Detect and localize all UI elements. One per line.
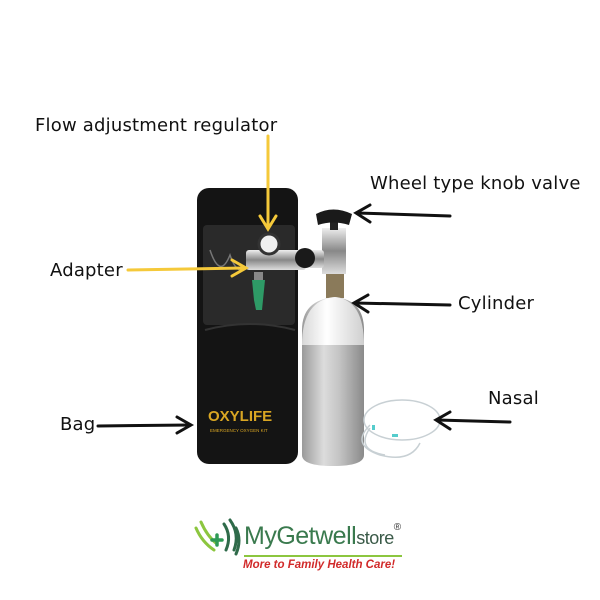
bag-brand: OXYLIFE xyxy=(208,408,272,425)
logo-tagline: More to Family Health Care! xyxy=(243,559,396,571)
label-valve: Wheel type knob valve xyxy=(370,173,581,194)
bag: OXYLIFE EMERGENCY OXYGEN KIT xyxy=(197,188,298,464)
logo-divider xyxy=(244,555,402,557)
arrow-valve xyxy=(353,203,452,224)
label-regulator: Flow adjustment regulator xyxy=(35,115,278,136)
arrow-regulator xyxy=(258,134,278,232)
nasal-cannula xyxy=(361,399,441,458)
label-cylinder: Cylinder xyxy=(458,293,535,314)
logo-suffix: store xyxy=(356,528,394,548)
label-adapter: Adapter xyxy=(50,260,123,281)
arrow-cylinder xyxy=(351,293,452,314)
arrow-adapter xyxy=(126,258,250,278)
logo-wordmark: MyGetwellstore® xyxy=(244,522,401,551)
adapter xyxy=(252,272,265,310)
label-bag: Bag xyxy=(60,414,96,435)
cylinder xyxy=(302,272,364,466)
logo-registered: ® xyxy=(393,522,401,533)
flow-regulator xyxy=(246,232,315,270)
bag-subtitle: EMERGENCY OXYGEN KIT xyxy=(210,428,268,433)
arrow-nasal xyxy=(433,410,512,431)
wheel-knob-valve xyxy=(308,209,352,274)
logo-name: MyGetwell xyxy=(244,522,357,550)
label-nasal: Nasal xyxy=(488,388,539,409)
logo-mark-icon xyxy=(194,518,241,556)
arrow-bag xyxy=(96,415,195,435)
